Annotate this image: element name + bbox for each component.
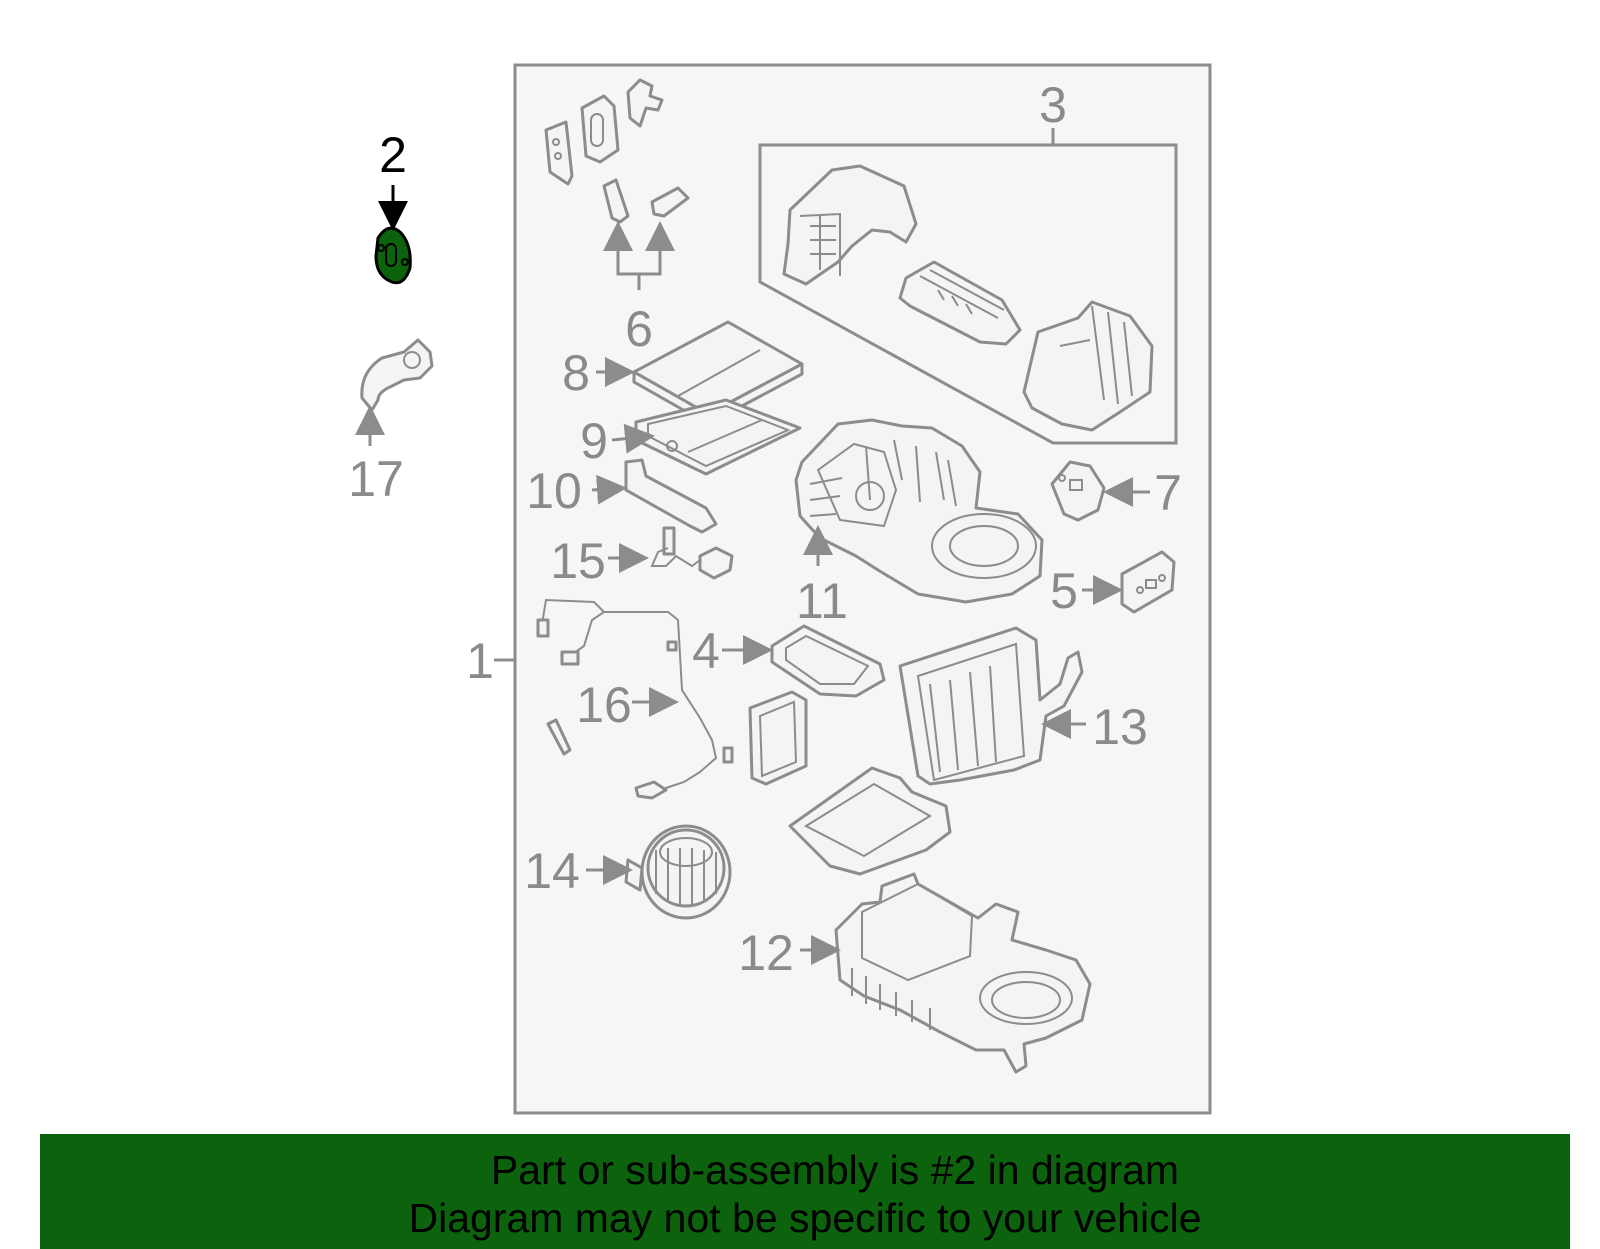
part-13-evaporator [898,626,1084,786]
part-15-connector [650,526,734,580]
callout-2: 2 [379,127,407,183]
callout-7: 7 [1154,465,1182,521]
lower-duct [788,766,952,876]
part-6-clips [602,178,690,224]
part-17-hose [360,338,434,412]
part-10-bracket [624,458,718,534]
callout-3: 3 [1039,77,1067,133]
callout-4: 4 [692,623,720,679]
part-4-gasket [770,624,886,698]
part-3-duct-set [782,164,1154,432]
callout-14: 14 [524,843,580,899]
part-3-group-outline [758,143,1178,445]
callout-11: 11 [796,573,848,629]
callout-8: 8 [562,345,590,401]
banner-line-1: Part or sub-assembly is #2 in diagram [490,1147,1180,1193]
callout-5: 5 [1050,563,1078,619]
callout-16: 16 [576,677,632,733]
callout-10: 10 [526,463,582,519]
small-brackets [544,78,664,186]
banner-line-2: Diagram may not be specific to your vehi… [408,1195,1202,1241]
part-2-seal[interactable] [374,226,412,285]
part-12-lower-case [834,872,1092,1074]
part-7-actuator [1050,460,1106,522]
part-16-wire-harness [536,598,734,800]
callout-1: 1 [466,633,494,689]
callout-12: 12 [738,925,794,981]
callout-15: 15 [550,533,606,589]
part-14-blower-motor [624,824,732,920]
callout-9: 9 [580,413,608,469]
callout-17: 17 [348,451,404,507]
callout-13: 13 [1092,699,1148,755]
door-flap [748,690,808,786]
info-banner: Part or sub-assembly is #2 in diagram Di… [40,1134,1570,1249]
callout-6: 6 [625,301,653,357]
